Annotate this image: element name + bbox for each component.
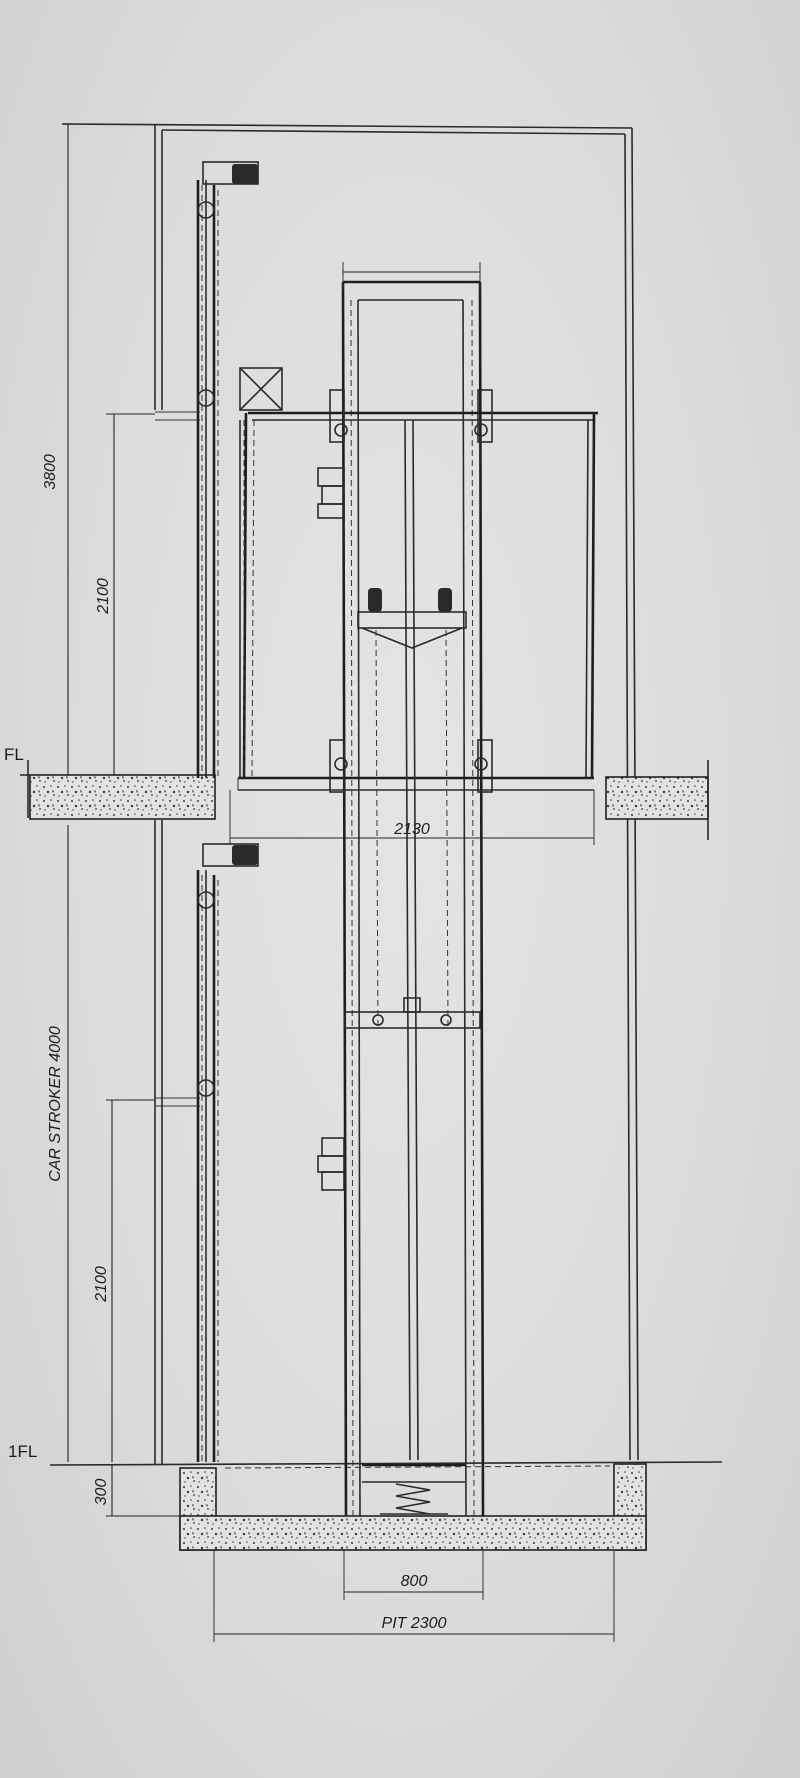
control-boxes bbox=[317, 467, 345, 1191]
dimension-lines bbox=[62, 123, 615, 1642]
dim-2130: 2130 bbox=[393, 821, 430, 838]
car-door-column bbox=[239, 367, 283, 778]
upper-landing-door bbox=[155, 161, 259, 778]
pit-buffer-spring bbox=[362, 1463, 465, 1515]
dim-2100-lower: 2100 bbox=[93, 1266, 110, 1303]
lower-crosshead bbox=[344, 997, 481, 1029]
pit bbox=[179, 1463, 647, 1551]
lower-floor-line bbox=[49, 1461, 723, 1469]
dim-2100-upper: 2100 bbox=[95, 578, 112, 615]
elevator-car bbox=[237, 389, 598, 1461]
dim-pit-2300: PIT 2300 bbox=[382, 1615, 447, 1632]
lower-floor-label: 1FL bbox=[8, 1442, 37, 1461]
lower-landing-door bbox=[155, 843, 259, 1462]
upper-floor-label: FL bbox=[4, 745, 24, 764]
dim-300: 300 bbox=[93, 1479, 110, 1506]
upper-floor-slab bbox=[20, 760, 709, 840]
dim-800: 800 bbox=[401, 1573, 428, 1590]
dim-car-stroke: CAR STROKER 4000 bbox=[47, 1026, 64, 1182]
dim-3800: 3800 bbox=[42, 454, 59, 490]
